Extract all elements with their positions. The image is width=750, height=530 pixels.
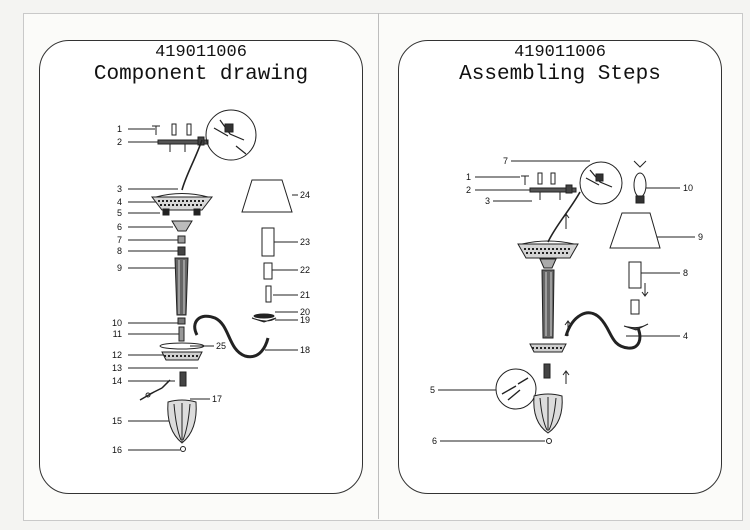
callout-6: 6	[117, 222, 122, 232]
callout-15: 15	[112, 416, 122, 426]
callout-8: 8	[683, 268, 688, 278]
callout-3: 3	[485, 196, 490, 206]
callout-10: 10	[683, 183, 693, 193]
callout-4: 4	[117, 197, 122, 207]
callout-24: 24	[300, 190, 310, 200]
component-drawing-panel: 419011006 Component drawing	[39, 40, 363, 494]
callout-18: 18	[300, 345, 310, 355]
model-code: 419011006	[514, 43, 606, 62]
callout-8: 8	[117, 246, 122, 256]
callout-9: 9	[117, 263, 122, 273]
callout-16: 16	[112, 445, 122, 455]
callout-7: 7	[117, 235, 122, 245]
callout-1: 1	[117, 124, 122, 134]
callout-3: 3	[117, 184, 122, 194]
callout-2: 2	[466, 185, 471, 195]
callout-25: 25	[216, 341, 226, 351]
callout-10: 10	[112, 318, 122, 328]
callout-12: 12	[112, 350, 122, 360]
callout-21: 21	[300, 290, 310, 300]
callout-6: 6	[432, 436, 437, 446]
exploded-lamp-view: 1 2 3 4 5 6 7 8 9 10 11 12 13 14 15 16 1…	[112, 109, 310, 455]
callout-19: 19	[300, 315, 310, 325]
page-fold	[378, 13, 379, 519]
callout-23: 23	[300, 237, 310, 247]
callout-7: 7	[503, 156, 508, 166]
callout-17: 17	[212, 394, 222, 404]
callout-1: 1	[466, 172, 471, 182]
callout-2: 2	[117, 137, 122, 147]
callout-11: 11	[113, 329, 122, 339]
callout-20: 20	[300, 307, 310, 317]
callout-9: 9	[698, 232, 703, 242]
callout-5: 5	[430, 385, 435, 395]
panel-heading: Component drawing	[93, 63, 309, 86]
assembly-lamp-view: 1 2 3 4 5 6 7 8 9 10	[430, 156, 703, 446]
callout-13: 13	[112, 363, 122, 373]
callout-14: 14	[112, 376, 122, 386]
panel-heading: Assembling Steps	[459, 63, 661, 86]
callout-4: 4	[683, 331, 688, 341]
callout-5: 5	[117, 208, 122, 218]
callout-22: 22	[300, 265, 310, 275]
model-code: 419011006	[155, 43, 247, 62]
